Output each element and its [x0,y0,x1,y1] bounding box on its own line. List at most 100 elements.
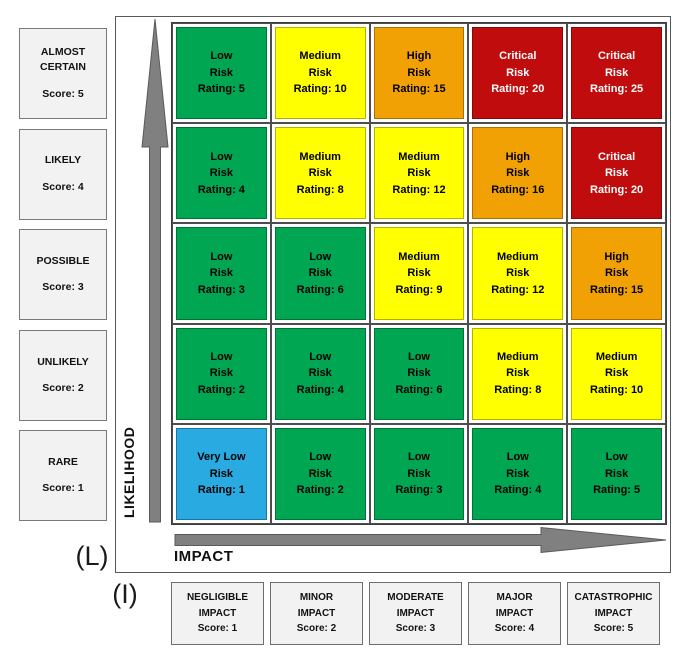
risk-level: Medium [299,50,341,63]
impact-level-name: MINOR [299,592,334,604]
impact-level-word: IMPACT [396,607,435,619]
risk-level: Low [407,350,430,363]
likelihood-level-score: Score: 3 [42,281,84,294]
risk-level: Low [210,150,233,163]
impact-symbol: (I) [112,579,138,609]
likelihood-scale: ALMOST CERTAIN Score: 5 LIKELY Score: 4 … [19,28,107,522]
risk-rating: Rating: 6 [296,283,344,296]
likelihood-level-name: POSSIBLE [36,254,90,267]
impact-level-box-1: NEGLIGIBLE IMPACT Score: 1 [171,582,264,645]
risk-word: Risk [209,367,234,380]
likelihood-level-score: Score: 2 [42,381,84,394]
risk-level: Medium [398,250,440,263]
risk-level: Low [210,350,233,363]
risk-rating: Rating: 25 [590,83,644,96]
risk-rating: Rating: 15 [392,83,446,96]
likelihood-level-score: Score: 1 [42,482,84,495]
risk-word: Risk [308,167,332,180]
likelihood-level-name: UNLIKELY [37,355,89,368]
impact-level-box-4: MAJOR IMPACT Score: 4 [468,582,561,645]
risk-rating: Rating: 12 [491,283,545,296]
likelihood-level-box-1: RARE Score: 1 [19,430,107,522]
impact-level-word: IMPACT [594,607,633,619]
likelihood-level-score: Score: 5 [42,87,84,100]
risk-level: Low [605,451,628,464]
risk-word: Risk [308,467,332,480]
risk-word: Risk [604,66,629,79]
risk-level: Low [210,250,233,263]
likelihood-symbol: (L) [75,541,109,571]
likelihood-arrow-icon [141,18,169,523]
risk-word: Risk [506,467,530,480]
risk-word: Risk [506,167,530,180]
impact-level-score: Score: 4 [494,623,535,635]
risk-level: Critical [499,50,537,63]
impact-level-name: MAJOR [496,592,533,604]
risk-word: Risk [209,267,234,280]
impact-level-word: IMPACT [297,607,336,619]
likelihood-level-box-4: LIKELY Score: 4 [19,128,107,220]
risk-word: Risk [308,367,332,380]
risk-word: Risk [407,267,431,280]
risk-level: Critical [597,150,636,163]
risk-level: Low [309,451,332,464]
risk-word: Risk [604,367,629,380]
impact-level-score: Score: 5 [593,623,634,635]
risk-rating: Rating: 9 [395,283,443,296]
impact-level-score: Score: 3 [395,623,436,635]
impact-arrow-icon [174,526,667,554]
likelihood-level-name: LIKELY [44,154,82,167]
risk-rating: Rating: 12 [392,183,446,196]
risk-rating: Rating: 2 [296,484,344,497]
likelihood-level-box-5: ALMOST CERTAIN Score: 5 [19,28,107,119]
risk-level: Medium [595,350,638,363]
risk-word: Risk [604,467,629,480]
risk-rating: Rating: 4 [197,183,245,196]
risk-level: Medium [398,150,440,163]
impact-scale: NEGLIGIBLE IMPACT Score: 1 MINOR IMPACT … [171,582,660,645]
risk-word: Risk [407,467,431,480]
impact-level-box-2: MINOR IMPACT Score: 2 [270,582,363,645]
risk-rating: Rating: 4 [494,484,542,497]
likelihood-level-name: ALMOST CERTAIN [40,46,86,74]
risk-rating: Rating: 5 [593,484,641,497]
risk-rating: Rating: 3 [395,484,443,497]
risk-level: Very Low [197,451,246,464]
risk-rating: Rating: 2 [197,383,245,396]
risk-rating: Rating: 8 [296,183,344,196]
